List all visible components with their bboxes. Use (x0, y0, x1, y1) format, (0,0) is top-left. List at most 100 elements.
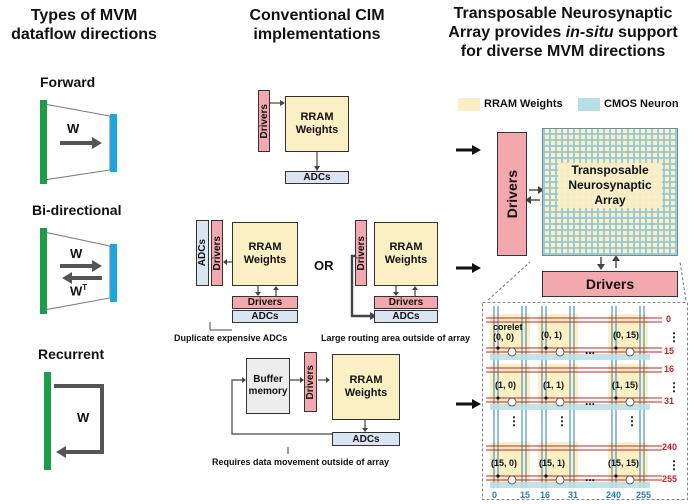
corelet-15-1: (15, 1) (539, 458, 566, 468)
recurrent-rram-line2: Weights (344, 387, 388, 399)
dots-row0: ... (585, 343, 596, 357)
bidir-right-rram-line2: Weights (384, 254, 428, 266)
zoom-corelet-grid (482, 302, 688, 500)
header-conventional: Conventional CIM implementations (232, 6, 402, 44)
corelet-1-1: (1, 1) (543, 380, 565, 390)
recurrent-w-label: W (77, 410, 90, 425)
row-idx-0: 0 (666, 314, 672, 324)
row-idx-31: 31 (664, 396, 675, 406)
tna-drivers-vertical: Drivers (497, 132, 527, 256)
forward-w-label: W (67, 121, 80, 136)
row-label-recurrent: Recurrent (38, 346, 105, 362)
header-conventional-line1: Conventional CIM (249, 7, 385, 24)
vdots-right-mid: ⋮ (668, 380, 680, 394)
corelet-0-0: corelet (0, 0) (493, 322, 523, 342)
fwd-rram-line1: RRAM (300, 111, 334, 123)
bidir-right-drivers-vertical: Drivers (355, 220, 367, 286)
caption-duplicate-adcs: Duplicate expensive ADCs (174, 333, 288, 343)
bidir-green-bar (40, 228, 47, 314)
header-tna-line2a: Array provides (448, 24, 566, 41)
bidir-right-adcs-horizontal: ADCs (374, 310, 438, 323)
row-idx-16: 16 (664, 364, 675, 374)
tna-drivers-horizontal: Drivers (542, 271, 678, 297)
vdots-col1: ⋮ (556, 414, 568, 428)
caption-large-routing: Large routing area outside of array (321, 333, 471, 343)
corelet-1-0: (1, 0) (495, 380, 517, 390)
buffer-line1: Buffer (253, 374, 283, 385)
corelet-15-15: (15, 15) (608, 458, 640, 468)
header-tna-line3: for diverse MVM directions (460, 43, 666, 60)
recurrent-drivers: Drivers (304, 352, 317, 412)
recurrent-rram-line1: RRAM (349, 374, 383, 386)
bidir-left-adcs-horizontal: ADCs (232, 310, 298, 323)
header-types: Types of MVM dataflow directions (4, 6, 164, 44)
row-label-bidirectional: Bi-directional (32, 202, 122, 218)
bidir-right-rram-line1: RRAM (389, 241, 423, 253)
tna-drivers-vlabel: Drivers (504, 169, 520, 219)
col-idx-31: 31 (568, 490, 579, 500)
recurrent-arrowhead (56, 446, 66, 458)
col-idx-15: 15 (520, 490, 531, 500)
bidir-left-rram-line1: RRAM (248, 241, 282, 253)
header-tna-line2: Array provides in-situ support (438, 23, 688, 42)
recurrent-green-bar (44, 372, 51, 470)
bidir-wt-text: W (70, 283, 83, 299)
corelet-1-15: (1, 15) (612, 380, 639, 390)
forward-blue-bar (110, 114, 117, 172)
vdots-right-bot: ⋮ (668, 458, 680, 472)
forward-arrowhead (92, 137, 102, 149)
header-tna-italic: in-situ (565, 24, 614, 41)
recurrent-loop (54, 384, 104, 454)
recurrent-adcs: ADCs (332, 432, 400, 446)
row-idx-255: 255 (662, 474, 678, 484)
corelet-15-0: (15, 0) (491, 458, 518, 468)
header-tna: Transposable Neurosynaptic Array provide… (438, 4, 688, 61)
row-label-forward: Forward (40, 74, 96, 90)
header-types-line1: Types of MVM (30, 7, 138, 24)
dots-row15: ... (585, 470, 596, 484)
bidir-blue-bar (110, 244, 117, 302)
col-idx-240: 240 (606, 490, 622, 500)
corelet-0-15: (0, 15) (613, 330, 640, 340)
bidir-wt-label: WT (70, 283, 87, 298)
or-label: OR (314, 258, 334, 273)
fwd-adcs: ADCs (285, 171, 349, 184)
corelet-0-1: (0, 1) (541, 330, 563, 340)
row-idx-240: 240 (662, 442, 678, 452)
legend-rram-label: RRAM Weights (484, 98, 563, 110)
caption-data-movement: Requires data movement outside of array (212, 457, 390, 467)
bidir-left-drivers-horizontal: Drivers (232, 296, 298, 309)
header-conventional-line2: implementations (253, 26, 381, 43)
fwd-drivers-label: Drivers (258, 103, 270, 139)
bidir-right-drivers-vlabel: Drivers (355, 235, 367, 271)
buffer-line2: memory (248, 386, 288, 397)
bidir-arrow-right (92, 260, 102, 272)
bidir-left-rram-line2: Weights (243, 254, 287, 266)
bidir-left-adcs-vertical: ADCs (196, 220, 209, 286)
bidir-w-label: W (70, 246, 83, 261)
col-idx-0: 0 (492, 490, 498, 500)
tna-label: Transposable Neurosynaptic Array (558, 163, 662, 208)
bidir-left-drivers-vertical: Drivers (211, 220, 223, 286)
legend-cmos-swatch (578, 98, 600, 111)
vdots-right-top: ⋮ (668, 330, 680, 344)
bidir-left-adcs-vlabel: ADCs (197, 239, 208, 267)
bidir-wt-sup: T (82, 283, 88, 292)
header-tna-line1: Transposable Neurosynaptic (453, 5, 673, 22)
bidir-right-drivers-horizontal: Drivers (374, 296, 438, 309)
col-idx-16: 16 (540, 490, 551, 500)
forward-green-bar (40, 100, 47, 184)
col-idx-255: 255 (636, 490, 652, 500)
tna-label-line1: Transposable (571, 163, 649, 177)
fwd-rram-line2: Weights (295, 124, 339, 136)
legend-cmos-label: CMOS Neuron (604, 98, 679, 110)
recurrent-drivers-label: Drivers (305, 364, 316, 400)
header-types-line2: dataflow directions (11, 26, 157, 43)
bidir-left-drivers-vlabel: Drivers (211, 235, 223, 271)
vdots-col15: ⋮ (626, 414, 638, 428)
